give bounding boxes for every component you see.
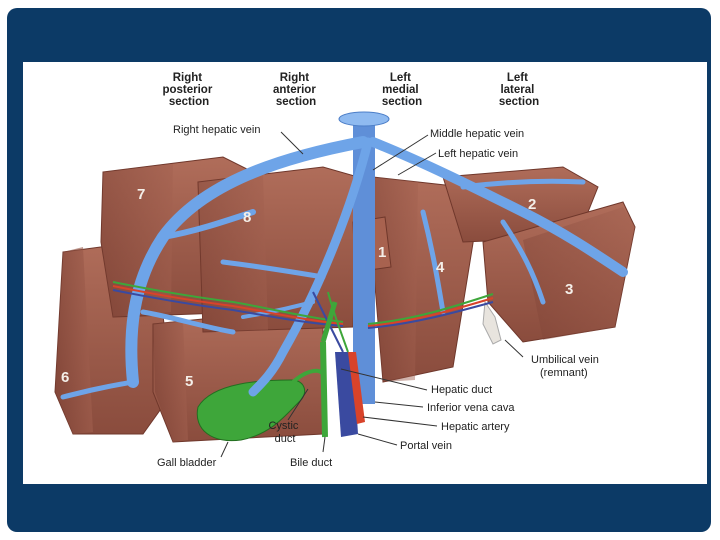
middle-hepatic-vein xyxy=(248,137,373,397)
segment-label-2: 2 xyxy=(528,196,536,213)
hepatic-duct-vessel xyxy=(320,301,338,343)
segment-label-4: 4 xyxy=(436,259,445,276)
bile-duct xyxy=(320,341,328,438)
segment-label-3: 3 xyxy=(565,281,573,298)
label-hepatic-duct: Hepatic duct xyxy=(431,384,492,396)
label-portal-vein: Portal vein xyxy=(400,440,452,452)
callout-labels: Right hepatic vein Middle hepatic vein L… xyxy=(157,124,599,469)
label-hepatic-artery: Hepatic artery xyxy=(441,421,510,433)
label-cystic-duct: Cystic duct xyxy=(268,420,301,445)
label-umbilical-vein: Umbilical vein xyxy=(531,354,599,366)
label-umbilical-vein-note: (remnant) xyxy=(540,367,588,379)
vena-cava-opening xyxy=(338,111,390,127)
header-right-anterior: Right anterior section xyxy=(273,72,319,108)
header-right-posterior: Right posterior section xyxy=(162,72,215,108)
label-right-hepatic-vein: Right hepatic vein xyxy=(173,124,260,136)
leader-lines xyxy=(220,131,524,458)
label-middle-hepatic-vein: Middle hepatic vein xyxy=(430,128,524,140)
segment-label-1: 1 xyxy=(378,244,386,261)
segment-numbers: 1 2 3 4 5 6 7 8 xyxy=(61,186,573,390)
hepatic-artery-vessel xyxy=(348,352,365,424)
segment-label-7: 7 xyxy=(137,186,145,203)
header-left-medial: Left medial section xyxy=(382,72,422,108)
hepatic-veins xyxy=(60,136,628,400)
left-hepatic-vein xyxy=(368,137,628,277)
label-left-hepatic-vein: Left hepatic vein xyxy=(438,148,518,160)
segment-label-8: 8 xyxy=(243,209,251,226)
liver-diagram: 1 2 3 4 5 6 7 8 Right posterior section … xyxy=(54,72,636,469)
label-gall-bladder: Gall bladder xyxy=(157,457,217,469)
header-left-lateral: Left lateral section xyxy=(499,72,539,108)
segment-label-6: 6 xyxy=(61,369,69,386)
umbilical-vein-remnant xyxy=(482,300,502,345)
segment-label-5: 5 xyxy=(185,373,193,390)
label-bile-duct: Bile duct xyxy=(290,457,332,469)
label-inferior-vena-cava: Inferior vena cava xyxy=(427,402,515,414)
right-hepatic-vein xyxy=(125,136,369,388)
section-headers: Right posterior section Right anterior s… xyxy=(162,72,539,108)
liver-anatomy-figure: 1 2 3 4 5 6 7 8 Right posterior section … xyxy=(23,62,707,484)
